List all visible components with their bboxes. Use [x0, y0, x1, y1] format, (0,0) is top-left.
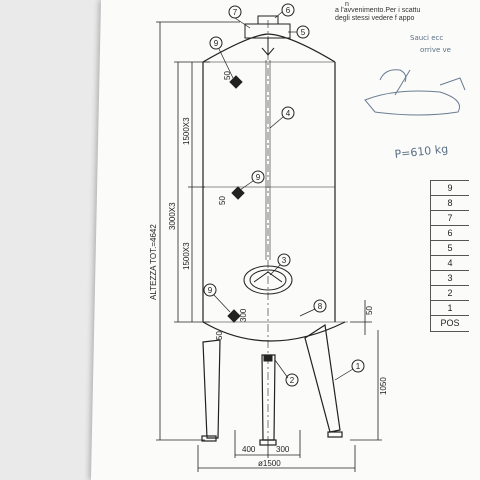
callouts — [203, 3, 365, 387]
leg-height-label: 1050 — [379, 377, 388, 395]
side-manhole — [243, 265, 293, 295]
callout-1: 1 — [356, 362, 361, 371]
tank-body — [202, 20, 348, 440]
callout-9-mid: 9 — [256, 173, 261, 182]
parts-table: 9 8 7 6 5 4 3 2 1 POS — [430, 180, 480, 332]
total-section-label: 3000X3 — [168, 202, 177, 230]
lower-section-label: 1500X3 — [182, 242, 191, 270]
bottom-300-label: 300 — [239, 308, 248, 322]
mid-offset-label: 50 — [218, 196, 227, 205]
fittings — [227, 75, 273, 362]
callout-4: 4 — [286, 109, 291, 118]
base-400-label: 400 — [242, 445, 256, 454]
parts-row-pos: POS — [430, 315, 469, 332]
callout-leaders — [213, 11, 354, 381]
upper-section-label: 1500X3 — [182, 117, 191, 145]
base-300-label: 300 — [276, 445, 290, 454]
right-50-label: 50 — [365, 306, 374, 315]
handwritten-line-1: Sauci ecc — [410, 34, 443, 42]
callout-5: 5 — [301, 28, 306, 37]
lower-offset-label: 50 — [215, 331, 224, 340]
callout-8: 8 — [318, 302, 323, 311]
note-line-3: degli stessi vedere f appo — [335, 15, 414, 22]
total-height-label: ALTEZZA TOT.=4642 — [149, 224, 158, 300]
handwritten-line-2: orrive ve — [420, 46, 451, 54]
diameter-label: ø1500 — [258, 459, 281, 468]
callout-3: 3 — [282, 256, 287, 265]
handwritten-sketch — [364, 69, 466, 116]
callout-2: 2 — [290, 376, 295, 385]
callout-7: 7 — [233, 8, 238, 17]
note-line-2: a l'avvenimento.Per i scattu — [335, 7, 420, 14]
dimension-lines — [156, 21, 382, 472]
upper-offset-label: 50 — [223, 71, 232, 80]
top-manhole — [244, 15, 291, 56]
callout-numbers: 7 6 5 9 4 9 3 9 8 1 2 — [208, 6, 361, 385]
handwritten-weight: P=610 kg — [394, 142, 449, 161]
tank-legs — [201, 323, 343, 446]
callout-9-low: 9 — [208, 286, 213, 295]
note-line-1: n — [345, 1, 349, 8]
callout-9-top: 9 — [214, 39, 219, 48]
callout-6: 6 — [286, 6, 291, 15]
